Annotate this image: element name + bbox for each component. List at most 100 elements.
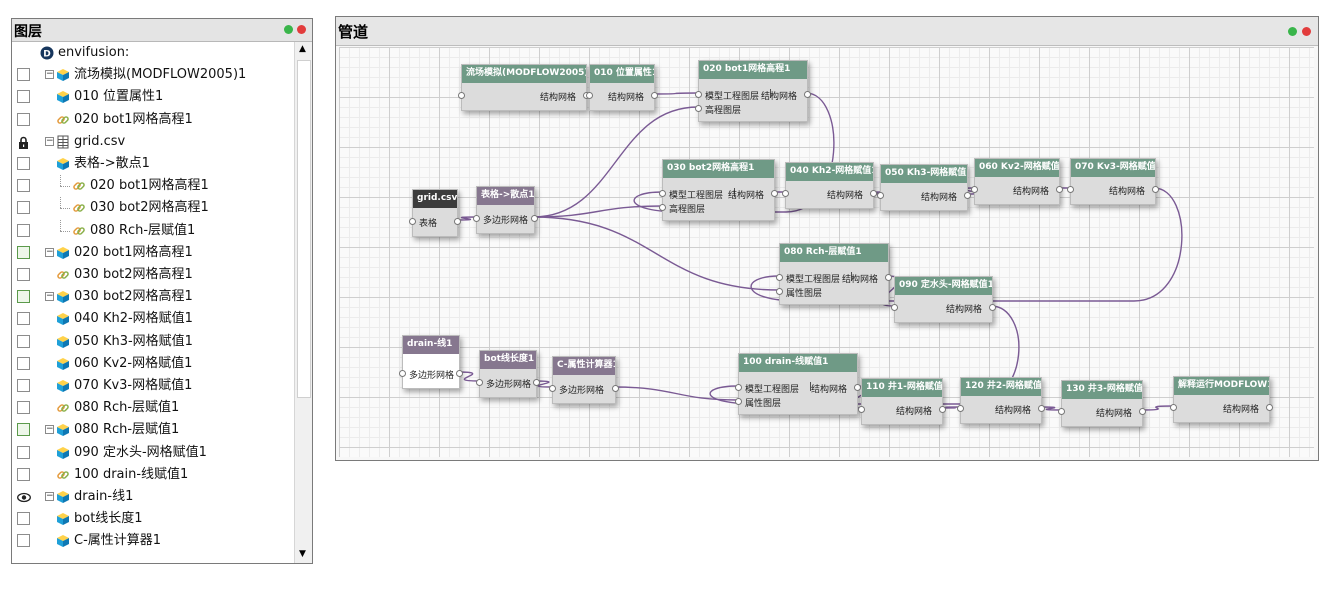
tree-expander-icon[interactable]: − [45, 246, 54, 257]
tree-expander-icon[interactable]: − [45, 424, 54, 435]
visibility-checkbox[interactable] [17, 467, 30, 481]
visibility-checkbox[interactable] [17, 290, 30, 304]
input-port[interactable] [586, 92, 593, 99]
input-port[interactable] [891, 304, 898, 311]
layer-row[interactable]: 020 bot1网格高程1 [12, 109, 293, 131]
input-port[interactable] [776, 274, 783, 281]
visibility-checkbox[interactable] [17, 201, 30, 215]
output-port[interactable] [651, 92, 658, 99]
output-port[interactable] [989, 304, 996, 311]
input-port[interactable] [735, 384, 742, 391]
layer-row[interactable]: 060 Kv2-网格赋值1 [12, 353, 293, 375]
tree-expander-icon[interactable]: − [45, 491, 54, 501]
input-port[interactable] [659, 190, 666, 197]
layer-row[interactable]: bot线长度1 [12, 508, 293, 530]
layer-row[interactable]: 050 Kh3-网格赋值1 [12, 331, 293, 353]
output-port[interactable] [533, 379, 540, 386]
visibility-checkbox[interactable] [17, 90, 30, 104]
output-port[interactable] [870, 190, 877, 197]
input-port[interactable] [858, 406, 865, 413]
input-port[interactable] [695, 105, 702, 112]
layer-row[interactable]: 010 位置属性1 [12, 86, 293, 108]
layers-scrollbar[interactable]: ▲ ▼ [294, 42, 312, 563]
eye-icon[interactable] [17, 490, 31, 503]
visibility-checkbox[interactable] [17, 268, 30, 281]
visibility-checkbox[interactable] [17, 223, 30, 237]
output-port[interactable] [612, 385, 619, 392]
output-port[interactable] [885, 274, 892, 281]
output-port[interactable] [804, 91, 811, 98]
visibility-checkbox[interactable] [17, 334, 30, 348]
close-dot-icon[interactable] [1302, 27, 1311, 36]
scroll-up-icon[interactable]: ▲ [299, 44, 306, 54]
visibility-checkbox[interactable] [17, 112, 30, 126]
layer-row[interactable]: −020 bot1网格高程1 [12, 242, 293, 264]
layer-row[interactable]: −080 Rch-层赋值1 [12, 419, 293, 441]
output-port[interactable] [456, 370, 463, 377]
close-dot-icon[interactable] [297, 25, 306, 34]
input-port[interactable] [782, 190, 789, 197]
input-port[interactable] [776, 288, 783, 295]
layer-row[interactable]: 030 bot2网格高程1 [12, 264, 293, 286]
output-port[interactable] [939, 406, 946, 413]
input-port[interactable] [971, 186, 978, 193]
input-port[interactable] [735, 398, 742, 405]
visibility-checkbox[interactable] [17, 356, 30, 370]
layer-row[interactable]: 040 Kh2-网格赋值1 [12, 308, 293, 330]
output-port[interactable] [1139, 408, 1146, 415]
visibility-checkbox[interactable] [17, 445, 30, 459]
layer-row[interactable]: 030 bot2网格高程1 [12, 197, 293, 219]
input-port[interactable] [695, 91, 702, 98]
scrollbar-thumb[interactable] [297, 60, 311, 398]
layer-row[interactable]: 090 定水头-网格赋值1 [12, 442, 293, 464]
visibility-checkbox[interactable] [17, 179, 30, 193]
input-port[interactable] [877, 192, 884, 199]
output-port[interactable] [771, 190, 778, 197]
tree-expander-icon[interactable]: − [45, 291, 54, 302]
tree-expander-icon[interactable]: − [45, 135, 54, 146]
input-port[interactable] [1170, 404, 1177, 411]
input-port[interactable] [957, 405, 964, 412]
visibility-checkbox[interactable] [17, 312, 30, 326]
input-port[interactable] [549, 385, 556, 392]
output-port[interactable] [1152, 186, 1159, 193]
visibility-checkbox[interactable] [17, 512, 30, 526]
tree-expander-icon[interactable]: − [45, 69, 54, 80]
layer-row[interactable]: −030 bot2网格高程1 [12, 286, 293, 308]
layer-row[interactable]: 070 Kv3-网格赋值1 [12, 375, 293, 397]
visibility-checkbox[interactable] [17, 157, 30, 170]
output-port[interactable] [854, 384, 861, 391]
scroll-down-icon[interactable]: ▼ [299, 549, 306, 559]
output-port[interactable] [1056, 186, 1063, 193]
input-port[interactable] [659, 204, 666, 211]
maximize-dot-icon[interactable] [1288, 27, 1297, 36]
visibility-checkbox[interactable] [17, 245, 30, 259]
layer-row[interactable]: 080 Rch-层赋值1 [12, 397, 293, 419]
output-port[interactable] [454, 218, 461, 225]
lock-icon[interactable] [17, 134, 30, 149]
input-port[interactable] [473, 215, 480, 222]
visibility-checkbox[interactable] [17, 401, 30, 415]
visibility-checkbox[interactable] [17, 534, 30, 548]
layer-row[interactable]: 表格->散点1 [12, 153, 293, 175]
visibility-checkbox[interactable] [17, 379, 30, 392]
input-port[interactable] [399, 370, 406, 377]
output-port[interactable] [1266, 404, 1273, 411]
